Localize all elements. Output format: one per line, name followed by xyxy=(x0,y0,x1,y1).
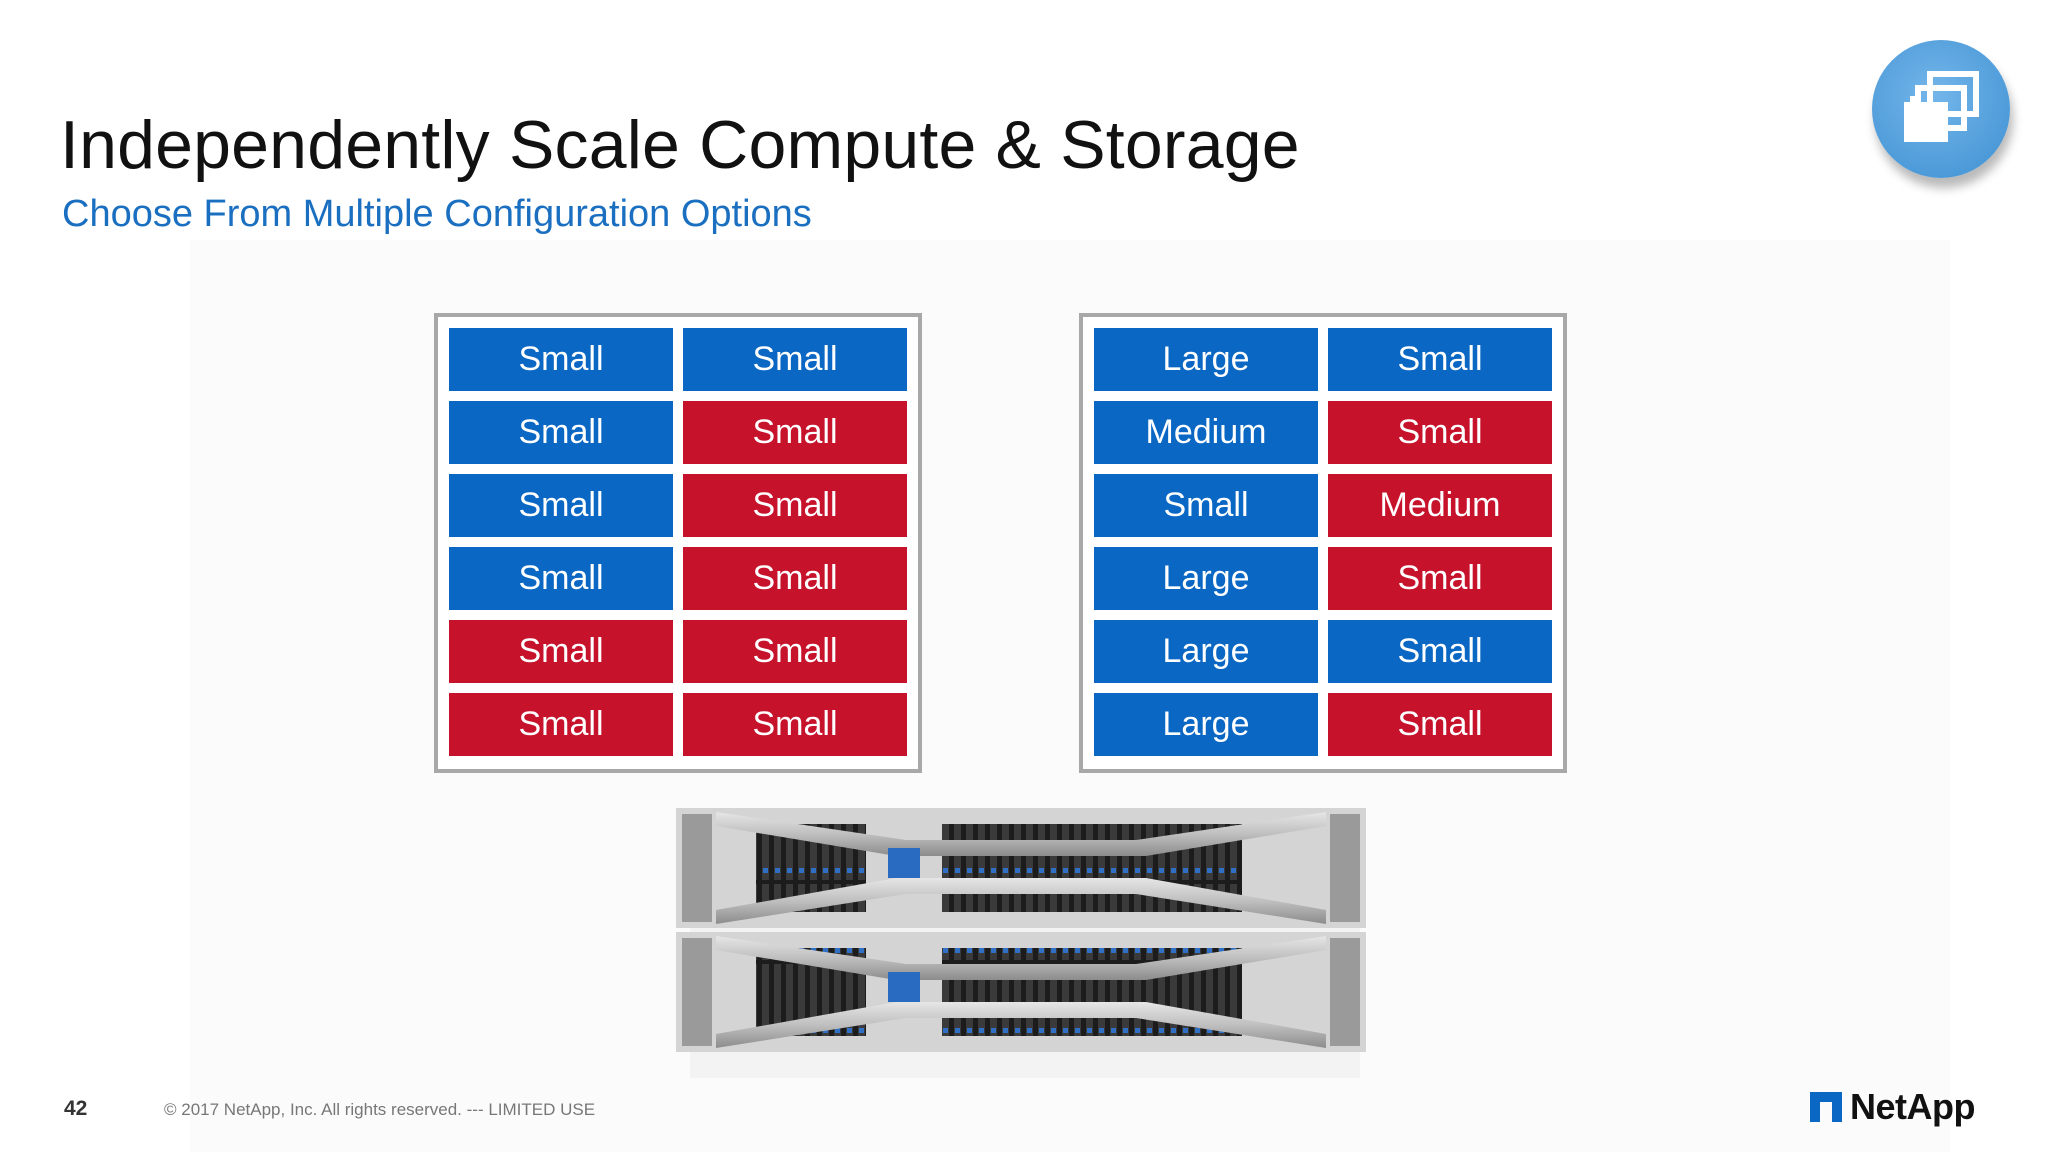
page-number: 42 xyxy=(64,1097,88,1120)
storage-node-block: Small xyxy=(683,547,907,610)
compute-node-block: Small xyxy=(1328,328,1552,391)
compute-node-block: Small xyxy=(1094,474,1318,537)
compute-node-block: Small xyxy=(683,328,907,391)
slide-subtitle: Choose From Multiple Configuration Optio… xyxy=(62,193,812,235)
compute-node-block: Large xyxy=(1094,693,1318,756)
storage-node-block: Medium xyxy=(1328,474,1552,537)
stacked-windows-icon xyxy=(1872,40,2010,178)
storage-node-block: Small xyxy=(683,474,907,537)
compute-node-block: Small xyxy=(449,547,673,610)
storage-node-block: Small xyxy=(683,620,907,683)
storage-node-block: Small xyxy=(683,401,907,464)
netapp-logo: NetApp xyxy=(1810,1085,1976,1129)
storage-node-block: Small xyxy=(1328,401,1552,464)
brand-name: NetApp xyxy=(1850,1086,1976,1127)
storage-node-block: Small xyxy=(1328,693,1552,756)
storage-node-block: Small xyxy=(449,620,673,683)
compute-node-block: Large xyxy=(1094,547,1318,610)
storage-node-block: Small xyxy=(449,693,673,756)
compute-node-block: Small xyxy=(1328,620,1552,683)
compute-node-block: Large xyxy=(1094,328,1318,391)
compute-node-block: Small xyxy=(449,474,673,537)
compute-node-block: Large xyxy=(1094,620,1318,683)
copyright-notice: © 2017 NetApp, Inc. All rights reserved.… xyxy=(164,1100,596,1119)
storage-node-block: Small xyxy=(683,693,907,756)
slide-title: Independently Scale Compute & Storage xyxy=(60,107,1300,183)
compute-node-block: Small xyxy=(449,401,673,464)
storage-chassis-image xyxy=(676,802,1366,1082)
netapp-mark-icon xyxy=(1810,1092,1842,1122)
compute-node-block: Medium xyxy=(1094,401,1318,464)
compute-node-block: Small xyxy=(449,328,673,391)
storage-node-block: Small xyxy=(1328,547,1552,610)
